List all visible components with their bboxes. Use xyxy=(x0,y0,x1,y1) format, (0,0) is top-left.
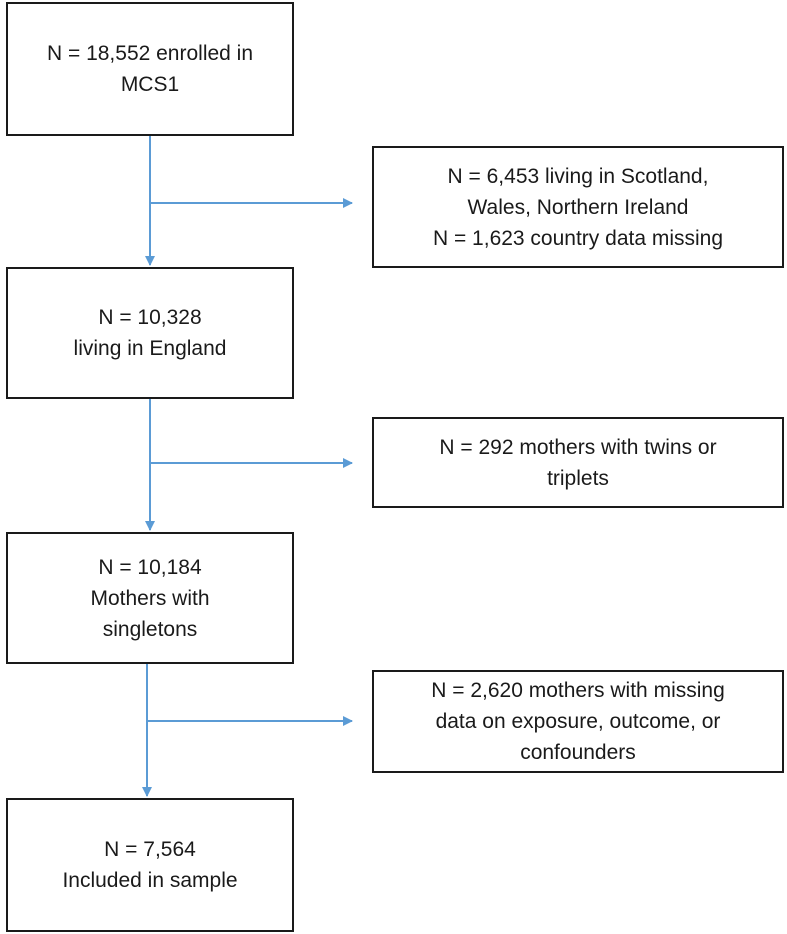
box-england: N = 10,328 living in England xyxy=(6,267,294,399)
box-england-line-2: living in England xyxy=(73,337,227,360)
box-singletons: N = 10,184 Mothers with singletons xyxy=(6,532,294,664)
box-included: N = 7,564 Included in sample xyxy=(6,798,294,932)
box-singletons-line-2: Mothers with xyxy=(90,586,210,610)
box-excluded-twins-line-2: triplets xyxy=(547,466,609,490)
box-singletons-line-3: singletons xyxy=(102,617,198,641)
box-excluded-missing-line-2: data on exposure, outcome, or xyxy=(435,710,721,733)
box-excluded-country-line-1: N = 6,453 living in Scotland, xyxy=(447,164,709,188)
box-excluded-missing-line-1: N = 2,620 mothers with missing xyxy=(431,679,725,702)
box-excluded-country-line-3: N = 1,623 country data missing xyxy=(432,226,724,250)
box-excluded-country: N = 6,453 living in Scotland, Wales, Nor… xyxy=(372,146,784,268)
box-included-line-1: N = 7,564 xyxy=(104,838,196,861)
box-excluded-country-line-2: Wales, Northern Ireland xyxy=(467,195,689,219)
box-singletons-line-1: N = 10,184 xyxy=(98,555,202,579)
box-enrolled: N = 18,552 enrolled in MCS1 xyxy=(6,2,294,136)
box-excluded-twins: N = 292 mothers with twins or triplets xyxy=(372,417,784,508)
box-enrolled-line-1: N = 18,552 enrolled in xyxy=(46,42,254,65)
box-excluded-missing-line-3: confounders xyxy=(520,741,636,764)
box-excluded-twins-line-1: N = 292 mothers with twins or xyxy=(439,435,717,459)
box-enrolled-line-2: MCS1 xyxy=(120,73,180,96)
box-excluded-missing: N = 2,620 mothers with missing data on e… xyxy=(372,670,784,773)
box-england-line-1: N = 10,328 xyxy=(98,306,202,329)
box-included-line-2: Included in sample xyxy=(62,869,238,892)
